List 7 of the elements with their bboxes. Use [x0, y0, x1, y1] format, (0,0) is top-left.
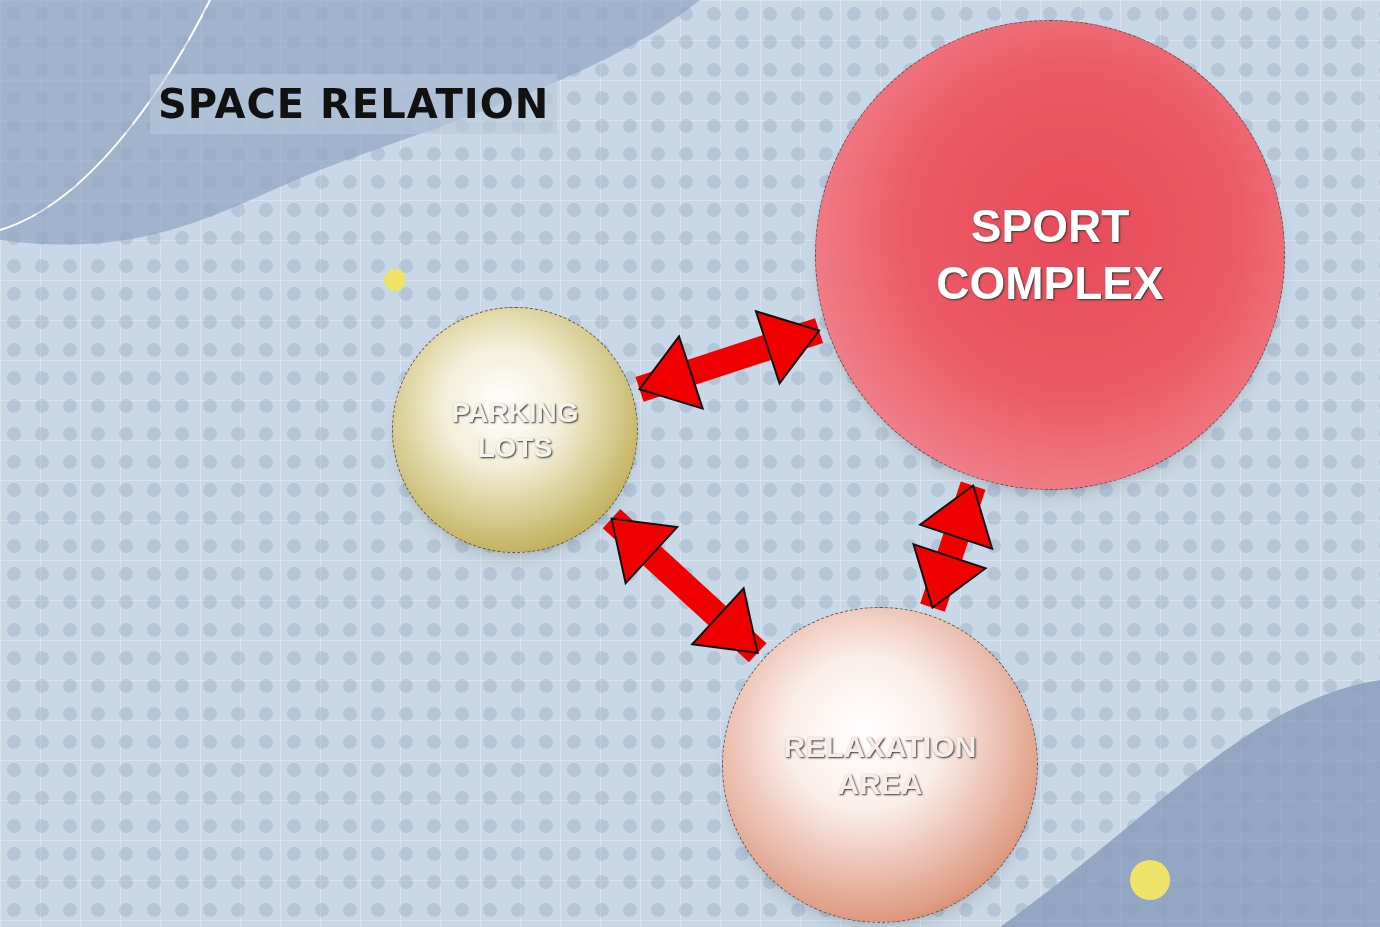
double-arrow [602, 509, 767, 663]
space-label: SPORT COMPLEX [935, 198, 1165, 311]
title: SPACE RELATION [150, 74, 558, 134]
space-label: PARKING LOTS [450, 396, 580, 465]
double-arrow [912, 481, 994, 612]
space-label: RELAXATION AREA [782, 728, 978, 802]
double-arrow [635, 310, 824, 410]
